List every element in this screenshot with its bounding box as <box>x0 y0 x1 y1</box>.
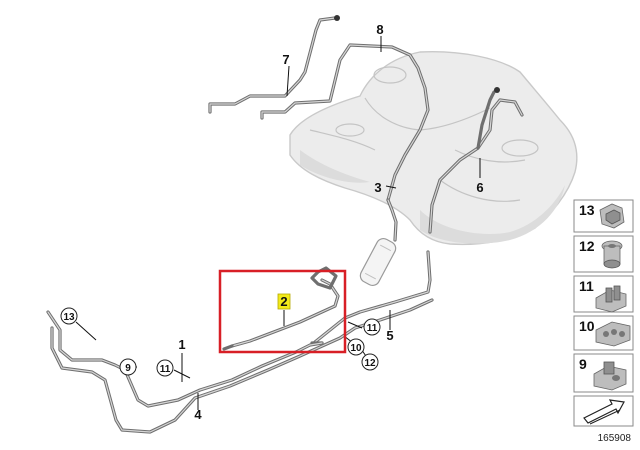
svg-text:12: 12 <box>579 238 595 254</box>
panel-item-12[interactable]: 12 <box>573 235 634 273</box>
callout-clip-9: 9 <box>119 358 137 376</box>
fuel-filter <box>359 237 397 287</box>
callout-clip-11-left: 11 <box>156 359 174 377</box>
parts-panel: 13 12 11 <box>573 199 634 427</box>
svg-text:12: 12 <box>364 358 376 369</box>
label-line-8: 8 <box>376 22 383 37</box>
fuel-tank <box>289 50 578 246</box>
svg-text:13: 13 <box>579 202 595 218</box>
panel-item-9[interactable]: 9 <box>573 353 634 393</box>
label-line-2[interactable]: 2 <box>280 294 287 309</box>
clip-9-icon <box>593 361 627 391</box>
label-line-1: 1 <box>178 337 185 352</box>
diagram-id: 165908 <box>598 433 632 444</box>
svg-text:10: 10 <box>579 318 595 334</box>
fuel-line-7 <box>208 15 340 114</box>
highlight-label-bg <box>277 293 291 310</box>
assembly-arrow-icon <box>583 399 625 425</box>
callout-clip-12: 12 <box>361 353 379 371</box>
line-6-connector-icon <box>494 87 500 93</box>
fuel-line-6 <box>428 87 524 234</box>
label-line-7: 7 <box>282 52 289 67</box>
callout-clip-10: 10 <box>347 338 365 356</box>
label-line-3: 3 <box>374 180 381 195</box>
svg-text:11: 11 <box>160 364 171 375</box>
panel-item-13[interactable]: 13 <box>573 199 634 233</box>
clip-13-icon <box>599 203 625 229</box>
highlight-box <box>218 269 347 354</box>
grommet-12-icon <box>601 240 623 269</box>
svg-text:10: 10 <box>350 343 362 354</box>
clip-11-icon <box>595 285 627 313</box>
fuel-line-3 <box>386 198 398 242</box>
svg-text:9: 9 <box>125 363 131 374</box>
callout-clip-11-right: 11 <box>363 318 381 336</box>
svg-text:13: 13 <box>63 312 75 323</box>
svg-text:9: 9 <box>579 356 587 372</box>
line-7-connector-icon <box>334 15 340 21</box>
svg-text:11: 11 <box>367 323 378 334</box>
callout-clip-13: 13 <box>60 307 78 325</box>
svg-text:11: 11 <box>579 278 594 294</box>
panel-item-11[interactable]: 11 <box>573 275 634 313</box>
panel-item-arrow[interactable] <box>573 395 634 427</box>
label-line-5: 5 <box>386 328 393 343</box>
panel-item-10[interactable]: 10 <box>573 315 634 351</box>
label-line-4: 4 <box>194 407 202 422</box>
label-line-6: 6 <box>476 180 483 195</box>
clip-10-icon <box>595 321 631 347</box>
fuel-line-1 <box>46 310 324 408</box>
fuel-line-8 <box>260 43 430 202</box>
